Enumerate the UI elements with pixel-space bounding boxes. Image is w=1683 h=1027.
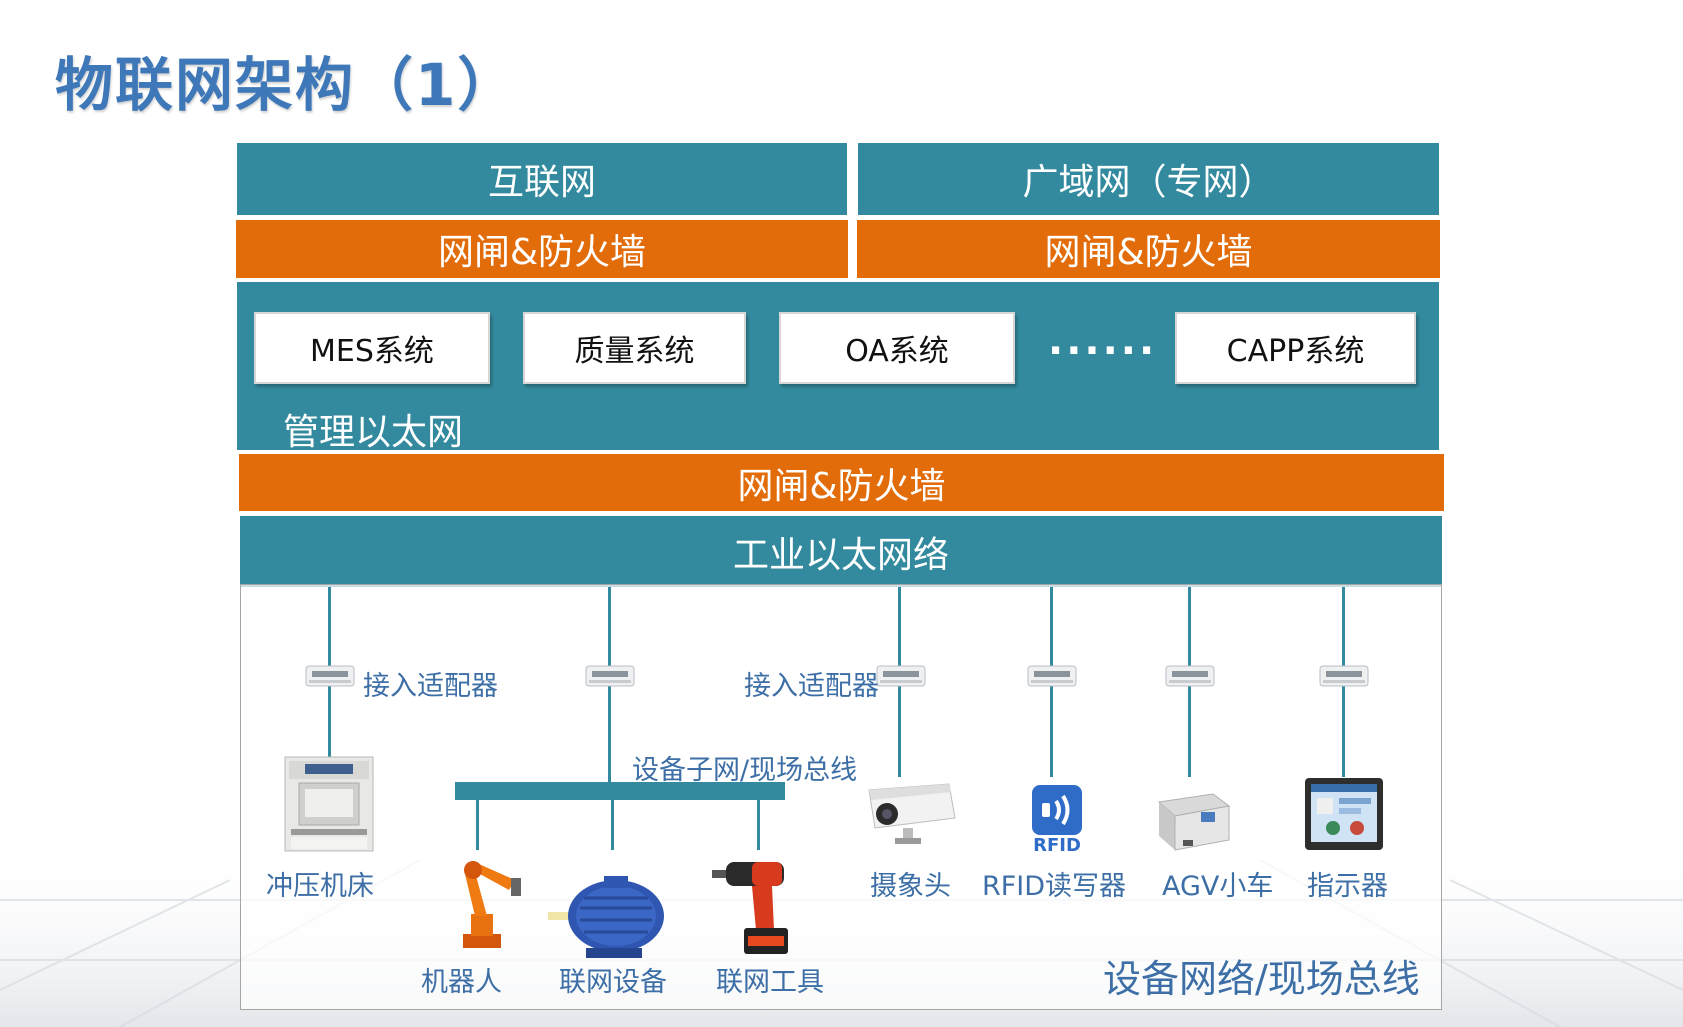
industrial-ethernet-band: 工业以太网络 bbox=[240, 516, 1442, 587]
access-adapter-icon bbox=[1165, 665, 1215, 687]
device-label-networked-device: 联网设备 bbox=[559, 967, 667, 998]
oa-system-box: OA系统 bbox=[779, 312, 1015, 384]
management-ethernet-label: 管理以太网 bbox=[283, 412, 464, 453]
rfid-reader-icon: RFID bbox=[1032, 785, 1082, 853]
robot-arm-icon bbox=[463, 861, 521, 948]
power-tool-icon bbox=[712, 862, 788, 954]
access-adapter-icon bbox=[1319, 665, 1369, 687]
access-adapter-label-right: 接入适配器 bbox=[744, 671, 879, 702]
access-adapter-icon bbox=[876, 665, 926, 687]
access-adapter-label-left: 接入适配器 bbox=[363, 671, 498, 702]
mes-system-box: MES系统 bbox=[254, 312, 490, 384]
fieldbus-bar bbox=[455, 782, 785, 800]
device-label-indicator: 指示器 bbox=[1307, 871, 1388, 902]
device-label-agv: AGV小车 bbox=[1162, 871, 1274, 902]
rfid-logo-text: RFID bbox=[1033, 835, 1081, 853]
connector-line-motor bbox=[611, 798, 614, 850]
more-systems-ellipsis: ······ bbox=[1048, 328, 1158, 374]
capp-system-box: CAPP系统 bbox=[1175, 312, 1416, 384]
device-network-area bbox=[240, 584, 1442, 1010]
fieldbus-label: 设备子网/现场总线 bbox=[632, 755, 858, 786]
quality-system-box: 质量系统 bbox=[523, 312, 746, 384]
device-label-robot: 机器人 bbox=[421, 967, 502, 998]
page-title: 物联网架构（1） bbox=[55, 51, 518, 119]
wan-band: 广域网（专网） bbox=[858, 143, 1439, 215]
device-label-press: 冲压机床 bbox=[266, 871, 374, 902]
camera-icon bbox=[868, 783, 956, 844]
press-machine-icon bbox=[284, 756, 374, 852]
gateway-firewall-right: 网闸&防火墙 bbox=[857, 220, 1440, 278]
connector-line-tool bbox=[757, 798, 760, 850]
internet-band: 互联网 bbox=[237, 143, 847, 215]
device-label-networked-tool: 联网工具 bbox=[716, 967, 824, 998]
access-adapter-icon bbox=[305, 665, 355, 687]
access-adapter-icon bbox=[585, 665, 635, 687]
motor-icon bbox=[548, 876, 664, 958]
indicator-panel-icon bbox=[1305, 778, 1383, 850]
gateway-firewall-middle: 网闸&防火墙 bbox=[239, 454, 1444, 511]
connector-line-robot bbox=[476, 798, 479, 850]
device-label-camera: 摄象头 bbox=[870, 871, 951, 902]
device-network-label: 设备网络/现场总线 bbox=[1103, 957, 1420, 1001]
agv-cart-icon bbox=[1157, 793, 1231, 851]
access-adapter-icon bbox=[1027, 665, 1077, 687]
gateway-firewall-left: 网闸&防火墙 bbox=[236, 220, 848, 278]
device-label-rfid-reader: RFID读写器 bbox=[982, 871, 1127, 902]
